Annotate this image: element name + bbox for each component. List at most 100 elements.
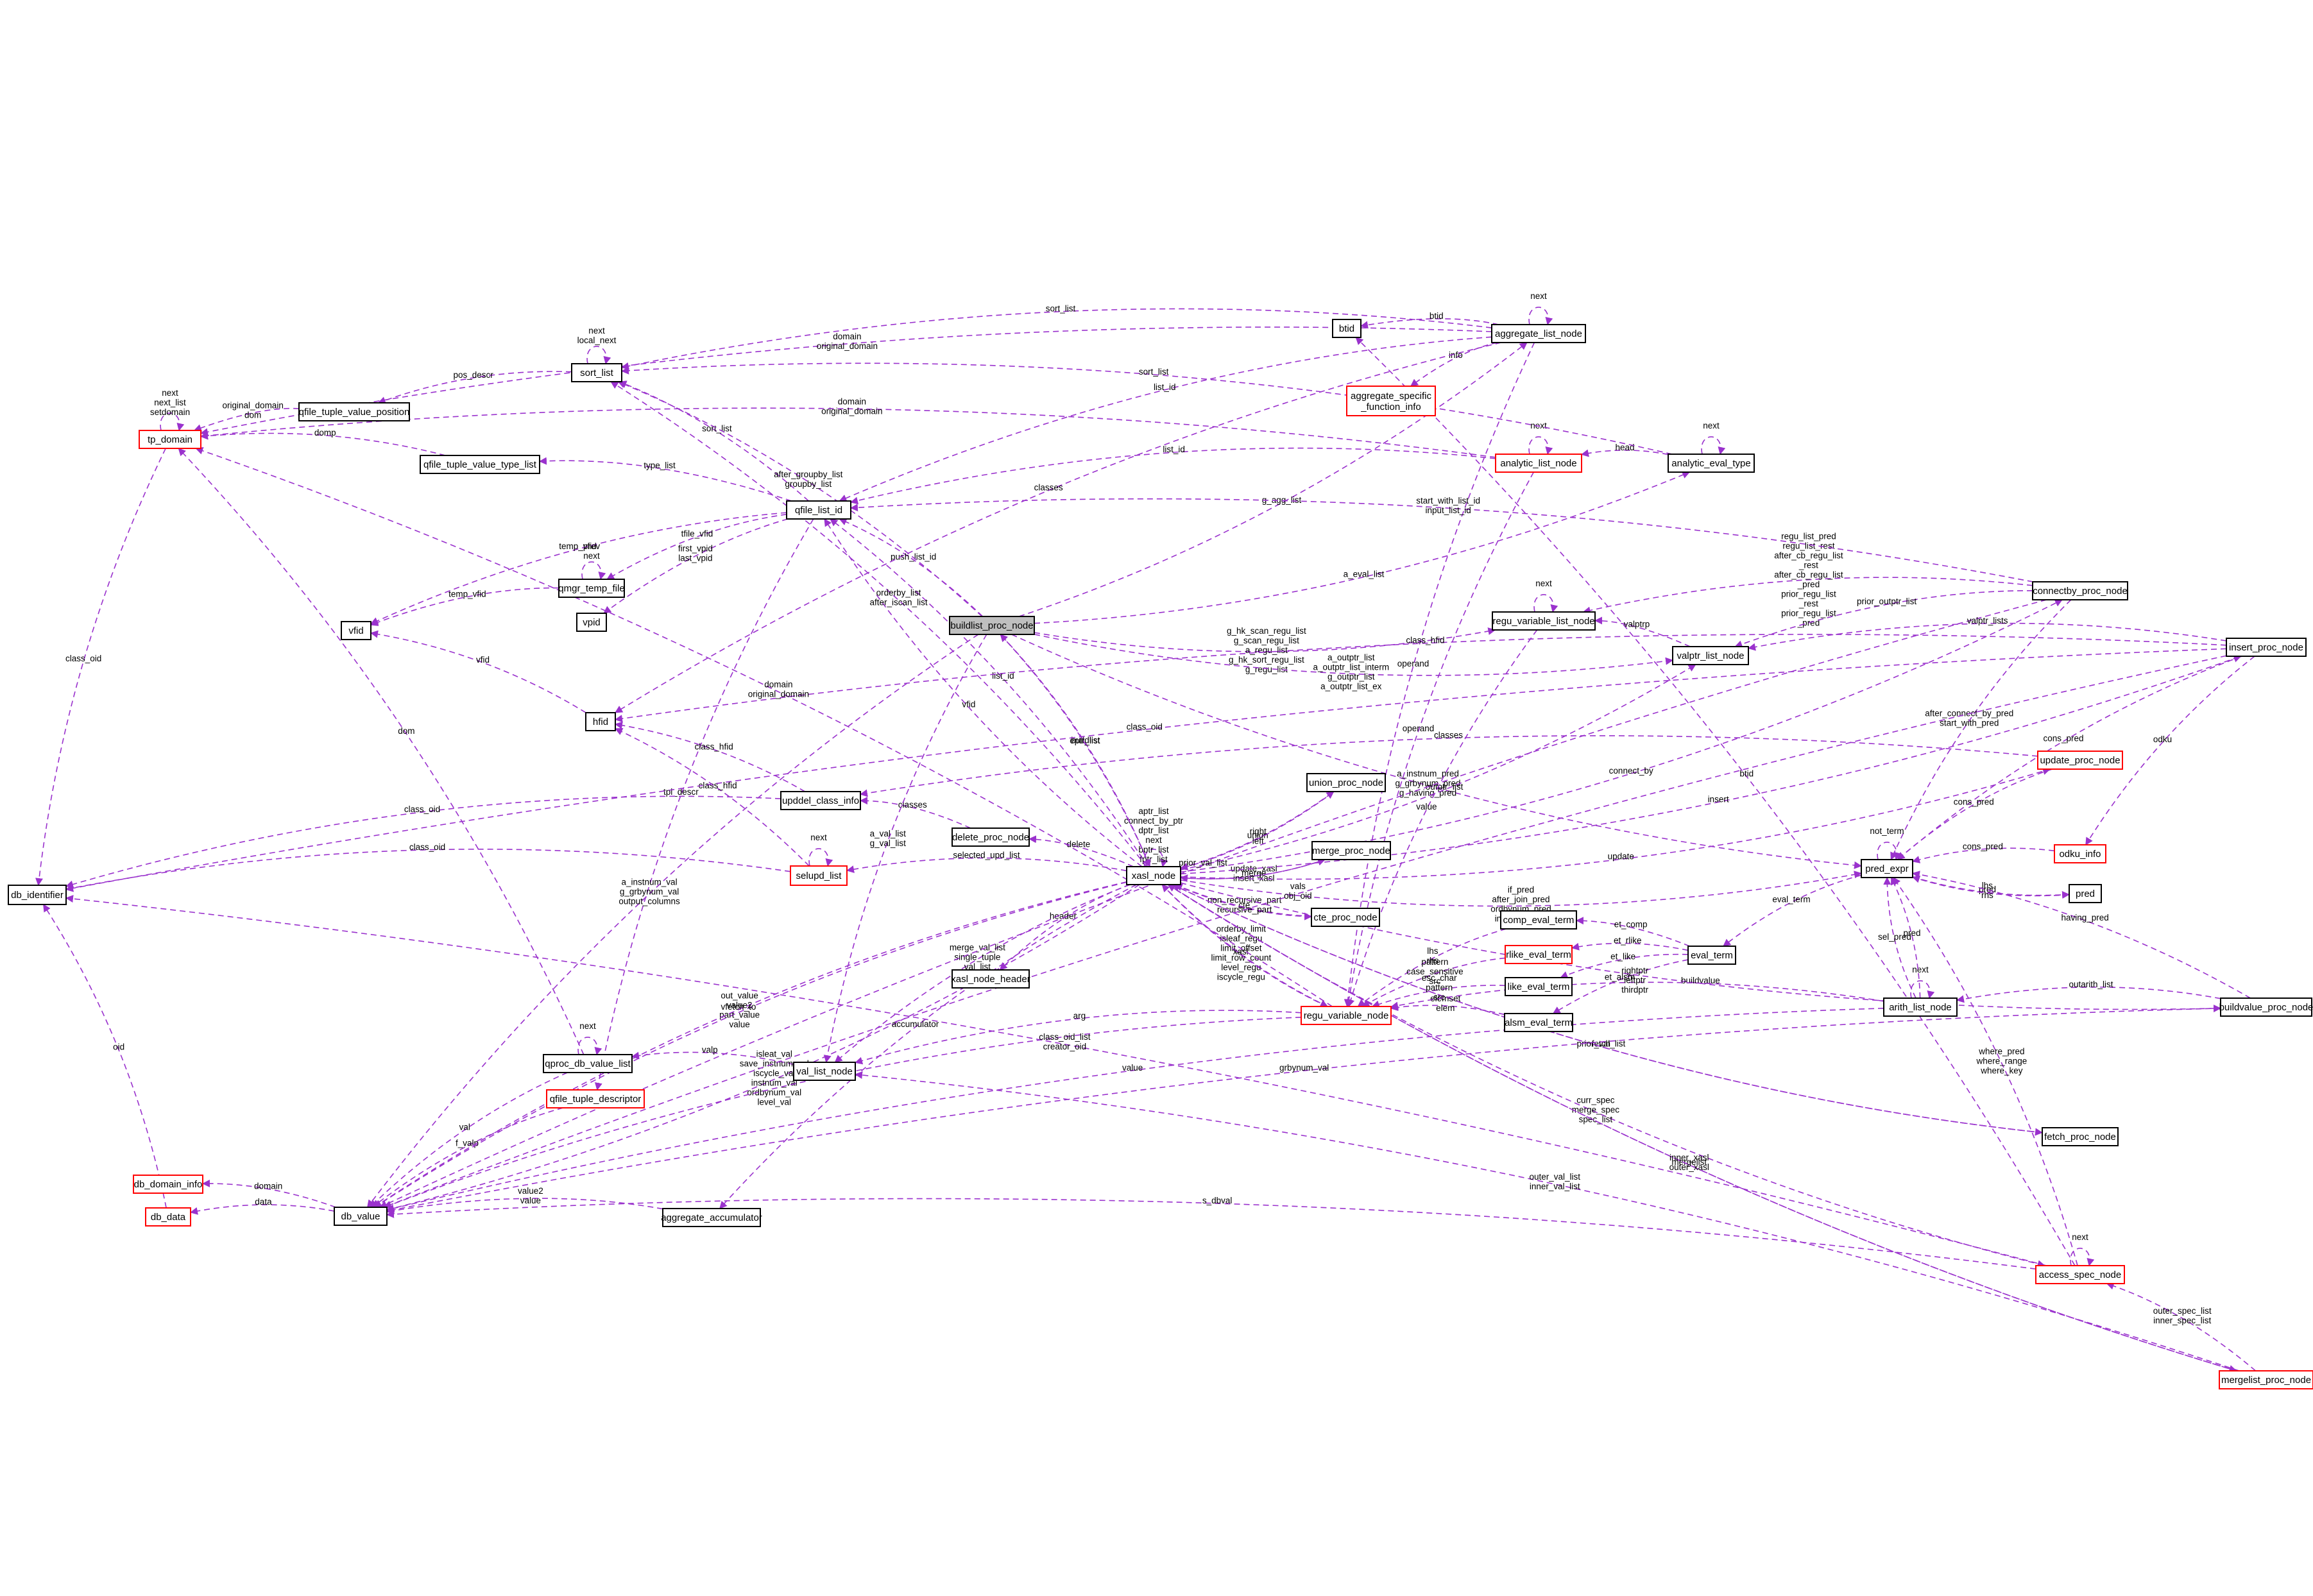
node-vpid[interactable]: vpid	[576, 613, 607, 632]
node-fetch-proc-node[interactable]: fetch_proc_node	[2042, 1127, 2119, 1146]
node-label: update_proc_node	[2040, 755, 2120, 766]
node-upddel-class-info[interactable]: upddel_class_info	[780, 791, 861, 810]
node-like-eval-term[interactable]: like_eval_term	[1505, 977, 1573, 996]
node-box	[1505, 945, 1573, 964]
edge-line	[200, 432, 446, 456]
edge-db_value-to-db_data: data	[190, 1197, 335, 1215]
node-buildvalue-proc-node[interactable]: buildvalue_proc_node	[2219, 998, 2313, 1017]
edge-line	[860, 735, 2038, 797]
node-box	[2226, 638, 2307, 657]
edge-label: eptr_list	[1070, 736, 1100, 745]
node-qfile-tuple-value-position[interactable]: qfile_tuple_value_position	[298, 402, 410, 421]
node-qfile-list-id[interactable]: qfile_list_id	[786, 500, 851, 520]
node-xasl-node[interactable]: xasl_node	[1126, 866, 1181, 885]
edge-label: dom	[398, 726, 414, 736]
node-sort-list[interactable]: sort_list	[571, 363, 622, 382]
node-merge-proc-node[interactable]: merge_proc_node	[1311, 841, 1391, 860]
edge-label: value	[1416, 802, 1437, 811]
node-access-spec-node[interactable]: access_spec_node	[2035, 1265, 2125, 1284]
edge-label: class_oid	[404, 804, 440, 814]
node-db-value[interactable]: db_value	[334, 1207, 388, 1226]
node-tp-domain[interactable]: tp_domain	[139, 430, 201, 449]
edge-line	[386, 884, 1140, 1212]
node-qfile-tuple-descriptor[interactable]: qfile_tuple_descriptor	[546, 1089, 645, 1108]
node-qproc-db-value-list[interactable]: qproc_db_value_list	[543, 1054, 633, 1073]
edge-line	[594, 518, 814, 1091]
edge-line	[1897, 656, 2242, 860]
edge-arith_list_node-to-arith_list_node: next	[1910, 965, 1935, 999]
node-db-domain-info[interactable]: db_domain_info	[133, 1175, 203, 1194]
node-analytic-eval-type[interactable]: analytic_eval_type	[1668, 454, 1755, 473]
node-eval-term[interactable]: eval_term	[1687, 946, 1736, 965]
node-box	[341, 621, 371, 640]
node-hfid[interactable]: hfid	[585, 712, 616, 731]
node-xasl-node-header[interactable]: xasl_node_header	[951, 969, 1030, 989]
node-aggregate-accumulator[interactable]: aggregate_accumulator	[661, 1208, 762, 1227]
edge-line	[1357, 928, 1506, 1007]
node-box	[334, 1207, 388, 1226]
edge-label: vfid	[476, 655, 490, 665]
node-valptr-list-node[interactable]: valptr_list_node	[1672, 646, 1749, 665]
node-qmgr-temp-file[interactable]: qmgr_temp_file	[558, 579, 625, 598]
edge-line	[370, 587, 559, 626]
edge-label: accumulator	[892, 1019, 939, 1029]
node-arith-list-node[interactable]: arith_list_node	[1883, 998, 1958, 1017]
node-box	[1126, 866, 1181, 885]
node-vfid[interactable]: vfid	[341, 621, 371, 640]
node-qfile-tuple-value-type-list[interactable]: qfile_tuple_value_type_list	[420, 455, 540, 474]
node-box	[133, 1175, 203, 1194]
edge-line	[1890, 599, 2072, 860]
node-pred-expr[interactable]: pred_expr	[1861, 859, 1913, 878]
node-mergelist-proc-node[interactable]: mergelist_proc_node	[2219, 1370, 2313, 1389]
node-regu-variable-node[interactable]: regu_variable_node	[1301, 1006, 1392, 1025]
node-btid[interactable]: btid	[1332, 319, 1361, 338]
edge-label: operand	[1397, 659, 1430, 668]
node-label: mergelist_proc_node	[2221, 1375, 2311, 1386]
node-selupd-list[interactable]: selupd_list	[790, 865, 848, 886]
node-rlike-eval-term[interactable]: rlike_eval_term	[1505, 945, 1573, 964]
node-label: xasl_node	[1132, 870, 1175, 881]
edge-qfile_list_id-to-qfile_tuple_value_type_list: type_list	[539, 457, 792, 502]
node-delete-proc-node[interactable]: delete_proc_node	[952, 828, 1030, 847]
edge-qfile_list_id-to-vfid: temp_vfid	[370, 512, 787, 625]
node-connectby-proc-node[interactable]: connectby_proc_node	[2032, 581, 2128, 600]
edge-line	[577, 1037, 602, 1055]
edge-delete_proc_node-to-upddel_class_info: classes	[860, 797, 971, 829]
edge-line	[178, 448, 585, 1055]
node-buildlist-proc-node[interactable]: buildlist_proc_node	[949, 616, 1035, 635]
edge-selupd_list-to-db_identifier: class_oid	[65, 842, 791, 892]
edge-qproc_db_value_list-to-qproc_db_value_list: next	[577, 1021, 602, 1055]
node-pred[interactable]: pred	[2069, 884, 2102, 903]
node-db-identifier[interactable]: db_identifier	[8, 885, 67, 905]
node-analytic-list-node[interactable]: analytic_list_node	[1495, 454, 1582, 473]
node-val-list-node[interactable]: val_list_node	[793, 1062, 856, 1081]
node-alsm-eval-term[interactable]: alsm_eval_term	[1504, 1013, 1573, 1032]
edge-label: list_id	[1163, 445, 1185, 454]
edge-label: next	[1535, 579, 1552, 588]
node-union-proc-node[interactable]: union_proc_node	[1306, 773, 1386, 792]
edge-label: class_oid	[65, 654, 101, 663]
edge-label: domain	[254, 1182, 282, 1191]
edge-label: type_list	[644, 461, 676, 470]
node-update-proc-node[interactable]: update_proc_node	[2037, 751, 2123, 770]
edge-label: class_oid	[1127, 722, 1163, 731]
node-comp-eval-term[interactable]: comp_eval_term	[1500, 910, 1577, 930]
node-cte-proc-node[interactable]: cte_proc_node	[1311, 908, 1380, 927]
node-aggregate-list-node[interactable]: aggregate_list_node	[1491, 324, 1586, 343]
edge-label: classes	[1034, 483, 1063, 493]
node-insert-proc-node[interactable]: insert_proc_node	[2226, 638, 2307, 657]
node-aggregate-specific-function-info[interactable]: aggregate_specific_function_info	[1346, 386, 1436, 416]
node-regu-variable-list-node[interactable]: regu_variable_list_node	[1492, 611, 1596, 631]
node-db-data[interactable]: db_data	[145, 1207, 191, 1227]
edge-label: merge	[1242, 869, 1266, 878]
node-odku-info[interactable]: odku_info	[2054, 844, 2106, 863]
